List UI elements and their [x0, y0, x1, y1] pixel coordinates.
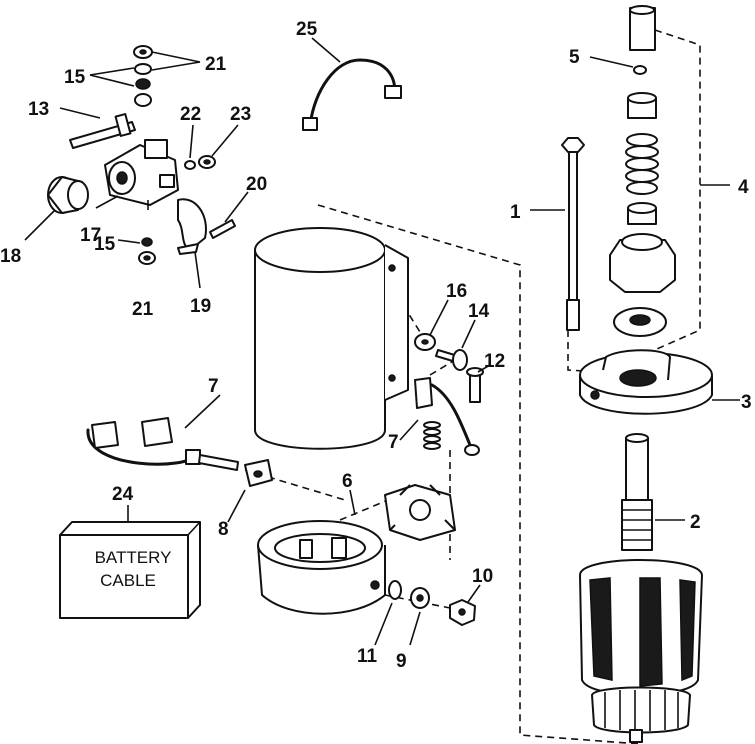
callout-15-bottom: 15	[94, 234, 116, 255]
callout-3: 3	[741, 392, 752, 413]
callout-17: 17	[80, 225, 101, 246]
nuts-15-21-bottom	[138, 237, 156, 265]
callout-4: 4	[738, 177, 749, 198]
callout-numbers: 1 2 3 4 5 6 7 7 8 9 10 11 12 13 14 15 15…	[0, 19, 752, 672]
callout-1: 1	[510, 202, 521, 223]
washer-11	[388, 580, 402, 600]
nuts-15-21-top	[133, 45, 153, 107]
bracket-19	[177, 198, 207, 255]
callout-19: 19	[190, 296, 211, 317]
callout-24: 24	[112, 484, 134, 505]
screw-12	[466, 367, 484, 403]
callout-23: 23	[230, 104, 251, 125]
callout-10: 10	[472, 566, 493, 587]
brush-plate-6	[384, 484, 456, 541]
callout-12: 12	[484, 351, 505, 372]
callout-16: 16	[446, 281, 467, 302]
callout-18: 18	[0, 246, 21, 267]
callout-8: 8	[218, 519, 229, 540]
nut-10	[449, 599, 476, 626]
brush-set-7-right	[414, 377, 480, 456]
callout-leader-lines	[24, 37, 740, 646]
callout-9: 9	[396, 651, 407, 672]
washer-9	[410, 587, 430, 609]
callout-11: 11	[357, 646, 378, 667]
callout-21-bottom: 21	[132, 299, 154, 320]
bolt-14	[435, 349, 468, 371]
lower-end-cap	[257, 520, 386, 615]
bolt-13	[69, 113, 136, 149]
washer-22	[184, 160, 196, 170]
battery-cable-label-line1: BATTERY	[95, 548, 172, 567]
callout-6: 6	[342, 471, 353, 492]
armature-2	[579, 433, 703, 743]
brush-set-7-left	[86, 417, 239, 471]
callout-21-top: 21	[205, 54, 227, 75]
callout-7-right: 7	[388, 432, 399, 453]
washer-16	[414, 333, 436, 351]
callout-14: 14	[468, 301, 490, 322]
battery-cable-label-line2: CABLE	[100, 571, 156, 590]
battery-cable-box: BATTERY CABLE	[59, 521, 201, 619]
callout-5: 5	[569, 47, 580, 68]
callout-7-left: 7	[208, 376, 219, 397]
callout-2: 2	[690, 512, 701, 533]
starter-frame	[254, 227, 409, 450]
drive-kit-4	[609, 5, 676, 337]
solenoid-17	[104, 139, 179, 210]
callout-15-top: 15	[64, 67, 86, 88]
boot-18	[47, 176, 89, 214]
callout-25: 25	[296, 19, 318, 40]
through-bolt-1	[561, 137, 585, 331]
callout-13: 13	[28, 99, 49, 120]
end-cap-3	[579, 349, 713, 415]
screw-20	[209, 219, 236, 239]
nut-23	[198, 155, 216, 169]
callout-22: 22	[180, 104, 201, 125]
cable-25	[302, 58, 402, 131]
callout-20: 20	[246, 174, 267, 195]
clip-8	[244, 459, 273, 487]
